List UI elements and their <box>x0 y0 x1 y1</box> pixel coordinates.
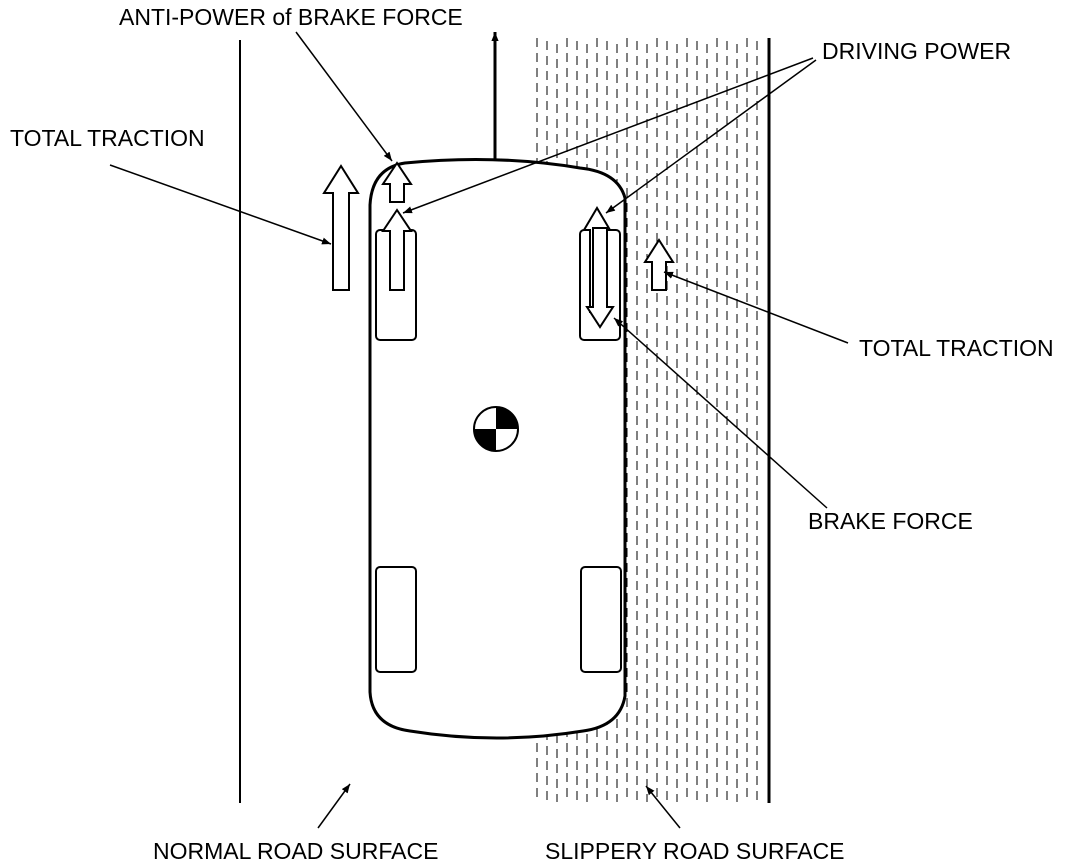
brake-force-label: BRAKE FORCE <box>808 508 973 534</box>
total-traction-left-label: TOTAL TRACTION <box>10 125 205 151</box>
center-of-gravity-icon <box>473 406 519 452</box>
normal-road-label: NORMAL ROAD SURFACE <box>153 838 439 864</box>
brake-force-leader <box>613 317 828 509</box>
anti-power-arrow <box>381 161 413 203</box>
normal-road-leader <box>317 783 351 829</box>
anti-power-label: ANTI-POWER of BRAKE FORCE <box>119 4 463 30</box>
rear-right-wheel <box>580 566 622 673</box>
total-traction-right-arrow <box>643 238 675 291</box>
driving-power-left-arrow <box>381 208 413 291</box>
total-traction-left-leader <box>109 164 332 245</box>
total-traction-right-leader <box>663 271 849 344</box>
anti-power-leader <box>295 31 393 162</box>
driving-power-label: DRIVING POWER <box>822 38 1012 64</box>
driving-power-leader-right <box>605 59 817 214</box>
total-traction-right-label: TOTAL TRACTION <box>859 335 1054 361</box>
rear-left-wheel <box>375 566 417 673</box>
total-traction-left-arrow <box>322 164 360 291</box>
slippery-road-leader <box>645 785 681 829</box>
driving-power-leader-left <box>402 57 814 214</box>
brake-force-arrow <box>585 227 615 329</box>
slippery-road-label: SLIPPERY ROAD SURFACE <box>545 838 845 864</box>
